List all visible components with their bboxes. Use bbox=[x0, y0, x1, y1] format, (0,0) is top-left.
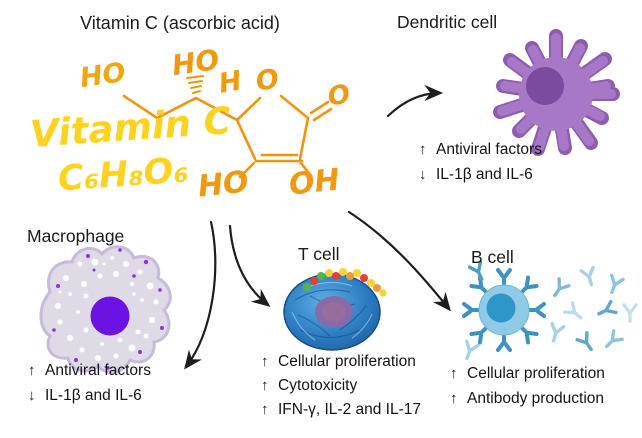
down-arrow-icon: ↓ bbox=[28, 387, 36, 404]
down-arrow-icon: ↓ bbox=[419, 166, 427, 183]
antibody-icons bbox=[465, 260, 638, 361]
atom-label-oh-bottom: OH bbox=[287, 162, 342, 203]
macrophage-nucleus bbox=[90, 296, 130, 336]
effect-row: ↑ Antiviral factors bbox=[419, 141, 542, 159]
effect-arrows bbox=[184, 84, 451, 370]
effect-row: ↑ Cellular proliferation bbox=[450, 365, 605, 383]
effect-text: IFN-γ, IL-2 and IL-17 bbox=[278, 401, 422, 418]
effect-row: ↓ IL-1β and IL-6 bbox=[419, 166, 542, 184]
dendritic-cell-graphic bbox=[493, 29, 620, 156]
atom-label-o-carbonyl: O bbox=[325, 79, 353, 113]
effect-text: IL-1β and IL-6 bbox=[436, 166, 533, 183]
t-cell-effects: ↑ Cellular proliferation ↑ Cytotoxicity … bbox=[261, 353, 421, 419]
arrow-to-macrophage bbox=[184, 220, 217, 370]
up-arrow-icon: ↑ bbox=[261, 377, 269, 394]
b-cell-nucleus bbox=[486, 293, 516, 323]
arrow-to-b-cell bbox=[347, 210, 451, 312]
atom-label-ho-chiral: HO bbox=[169, 42, 222, 83]
b-cell-graphic bbox=[462, 260, 638, 361]
arrow-to-dendritic-cell bbox=[386, 84, 444, 118]
b-cell-effects: ↑ Cellular proliferation ↑ Antibody prod… bbox=[450, 365, 605, 408]
up-arrow-icon: ↑ bbox=[261, 353, 269, 370]
up-arrow-icon: ↑ bbox=[419, 141, 427, 158]
dendritic-effects: ↑ Antiviral factors ↓ IL-1β and IL-6 bbox=[419, 141, 542, 184]
macrophage-label: Macrophage bbox=[27, 226, 125, 246]
atom-label-ho-chain: HO bbox=[78, 56, 128, 95]
arrow-to-t-cell bbox=[228, 224, 271, 307]
effect-row: ↑ Cytotoxicity bbox=[261, 377, 421, 395]
macrophage-effects: ↑ Antiviral factors ↓ IL-1β and IL-6 bbox=[28, 362, 151, 405]
dendritic-cell-label: Dendritic cell bbox=[397, 12, 498, 32]
effect-text: Antiviral factors bbox=[45, 362, 151, 379]
t-cell-graphic bbox=[283, 268, 387, 351]
up-arrow-icon: ↑ bbox=[450, 390, 458, 407]
effect-text: Antibody production bbox=[467, 390, 605, 407]
ascorbic-acid-structure bbox=[122, 75, 333, 179]
atom-label-ho-bottom: HO bbox=[196, 164, 251, 205]
effect-row: ↑ IFN-γ, IL-2 and IL-17 bbox=[261, 401, 421, 419]
atom-label-o-ring: O bbox=[253, 63, 282, 98]
t-cell-label: T cell bbox=[298, 244, 340, 264]
effect-text: IL-1β and IL-6 bbox=[45, 387, 142, 404]
effect-text: Cellular proliferation bbox=[467, 365, 605, 382]
dendritic-nucleus bbox=[526, 67, 564, 105]
up-arrow-icon: ↑ bbox=[261, 401, 269, 418]
b-cell-label: B cell bbox=[471, 247, 514, 267]
macrophage-graphic bbox=[39, 245, 172, 374]
figure-title: Vitamin C (ascorbic acid) bbox=[80, 13, 280, 33]
effect-text: Cytotoxicity bbox=[278, 377, 358, 394]
effect-text: Cellular proliferation bbox=[278, 353, 416, 370]
effect-row: ↑ Antiviral factors bbox=[28, 362, 151, 380]
atom-label-h-ring: H bbox=[216, 65, 245, 100]
effect-text: Antiviral factors bbox=[436, 141, 542, 158]
vitamin-c-formula-text: C₆H₈O₆ bbox=[56, 150, 190, 200]
t-cell-surface-beads bbox=[303, 268, 387, 297]
effect-row: ↑ Cellular proliferation bbox=[261, 353, 421, 371]
effect-row: ↓ IL-1β and IL-6 bbox=[28, 387, 151, 405]
up-arrow-icon: ↑ bbox=[450, 365, 458, 382]
effect-row: ↑ Antibody production bbox=[450, 390, 605, 408]
up-arrow-icon: ↑ bbox=[28, 362, 36, 379]
